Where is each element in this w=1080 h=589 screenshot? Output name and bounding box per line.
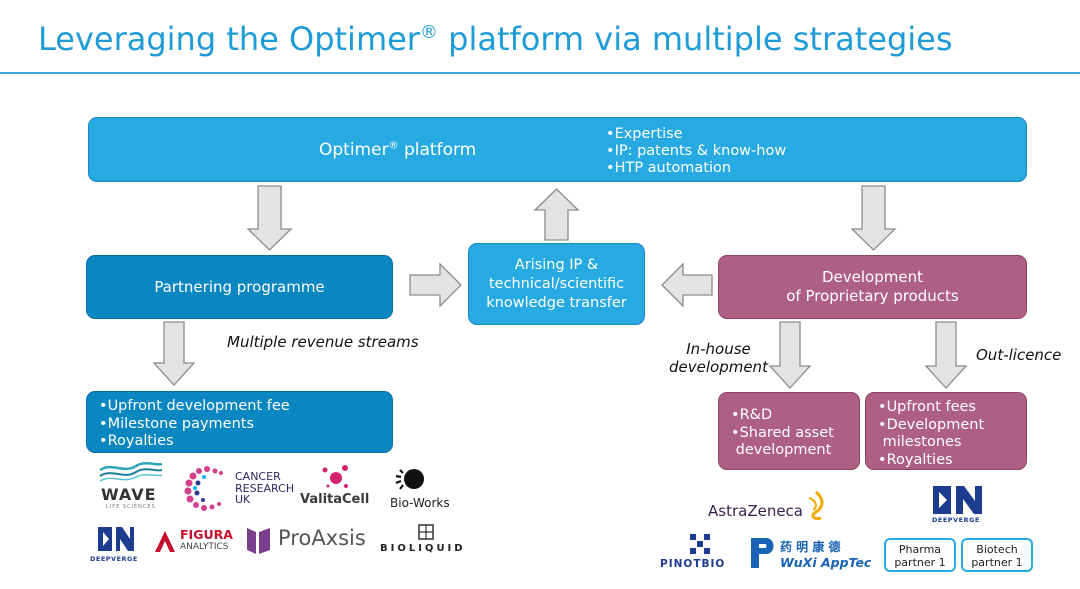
arising-ip-box: Arising IP & technical/scientific knowle…	[468, 243, 645, 325]
multiple-revenue-streams-label: Multiple revenue streams	[227, 333, 419, 351]
development-box: Development of Proprietary products	[718, 255, 1027, 319]
inhouse-label-line: development	[669, 358, 768, 376]
title-registered-mark: ®	[419, 22, 438, 43]
astrazeneca-swirl-icon	[808, 490, 824, 520]
partnering-programme-box: Partnering programme	[86, 255, 393, 319]
platform-registered-mark: ®	[388, 140, 399, 152]
inhouse-bullet: development	[735, 442, 832, 458]
bio-works-text: Bio-Works	[390, 496, 450, 510]
biotech-partner-line: Biotech	[976, 543, 1018, 556]
down-arrow-inhouse	[768, 321, 812, 389]
biotech-partner-badge: Biotech partner 1	[961, 538, 1033, 572]
outlicence-bullet: •Royalties	[878, 451, 953, 468]
pharma-partner-badge: Pharma partner 1	[884, 538, 956, 572]
outlicence-box: •Upfront fees •Development milestones •R…	[865, 392, 1027, 470]
platform-bullet: •HTP automation	[606, 160, 732, 176]
revenue-bullet: •Upfront development fee	[99, 398, 290, 414]
outlicence-bullet: •Upfront fees	[878, 399, 976, 415]
biotech-partner-line: partner 1	[971, 556, 1023, 569]
arising-line: technical/scientific	[488, 275, 625, 292]
wave-logo-subtext: LIFE SCIENCES	[106, 504, 156, 510]
wave-logo-text: WAVE	[101, 485, 157, 504]
title-divider	[0, 72, 1080, 74]
revenue-streams-box: •Upfront development fee •Milestone paym…	[86, 391, 393, 453]
arising-line: knowledge transfer	[486, 294, 627, 311]
wuxi-chinese-text: 药 明 康 德	[780, 540, 841, 554]
deepverge-logo-right: DEEPVERGE	[928, 484, 988, 524]
valitacell-logo: ValitaCell	[300, 464, 374, 510]
platform-name: Optimer	[319, 140, 389, 160]
deepverge-text: DEEPVERGE	[90, 555, 138, 563]
astrazeneca-logo: AstraZeneca	[708, 490, 832, 522]
bio-works-logo: Bio-Works	[388, 466, 452, 512]
down-arrow-platform-to-partnering	[246, 185, 293, 251]
wuxi-p-icon	[751, 538, 774, 568]
proaxsis-icon	[247, 528, 270, 554]
down-arrow-partnering-to-revenue	[152, 321, 196, 386]
up-arrow-arising-to-platform	[533, 188, 580, 241]
inhouse-label-line: In-house	[686, 340, 751, 358]
inhouse-bullet: •R&D	[731, 407, 773, 423]
bioliquid-logo: BIOLIQUID	[378, 522, 474, 562]
bioliquid-text: BIOLIQUID	[380, 543, 466, 554]
valitacell-dots-icon	[322, 465, 348, 488]
figura-text: FIGURA ANALYTICS	[180, 527, 233, 552]
optimer-platform-label: Optimer® platform	[319, 140, 476, 160]
inhouse-development-label: In-house development	[669, 340, 768, 376]
pharma-partner-line: Pharma	[898, 543, 942, 556]
wave-logo: WAVE LIFE SCIENCES	[98, 460, 164, 512]
title-rest: platform via multiple strategies	[437, 20, 953, 58]
revenue-bullet: •Royalties	[99, 433, 174, 449]
slide-title: Leveraging the Optimer® platform via mul…	[38, 20, 953, 58]
out-licence-label: Out-licence	[976, 346, 1062, 364]
partnering-label: Partnering programme	[154, 278, 325, 296]
bioliquid-cube-icon	[418, 524, 434, 540]
pinotbio-text: PINOTBIO	[660, 558, 726, 570]
bio-works-icon	[395, 469, 424, 490]
platform-bullet: •Expertise	[606, 126, 683, 142]
astrazeneca-text: AstraZeneca	[708, 502, 803, 520]
cancer-research-c-icon	[184, 466, 223, 511]
inhouse-bullet: •Shared asset	[731, 424, 834, 441]
deepverge-dn-icon	[933, 486, 982, 514]
inhouse-box: •R&D •Shared asset development	[718, 392, 860, 470]
pinotbio-logo: PINOTBIO	[660, 532, 740, 572]
wave-icon	[99, 462, 163, 482]
figura-analytics-logo: FIGURA ANALYTICS	[152, 528, 238, 558]
wuxi-text: WuXi AppTec	[780, 555, 872, 570]
revenue-bullet: •Milestone payments	[99, 415, 255, 432]
left-arrow-development-to-arising	[661, 262, 713, 308]
pinotbio-icon	[690, 534, 710, 554]
pharma-partner-line: partner 1	[894, 556, 946, 569]
figura-a-icon	[155, 531, 175, 552]
wuxi-apptec-logo: 药 明 康 德 WuXi AppTec	[748, 536, 874, 574]
right-arrow-partnering-to-arising	[409, 262, 462, 308]
platform-bullet: •IP: patents & know-how	[606, 143, 787, 159]
proaxsis-logo: ProAxsis	[244, 524, 370, 558]
platform-suffix: platform	[398, 140, 477, 160]
outlicence-bullet: milestones	[882, 434, 962, 450]
development-line: of Proprietary products	[786, 287, 959, 305]
arising-line: Arising IP &	[514, 256, 599, 273]
development-line: Development	[822, 268, 923, 286]
title-text: Leveraging the Optimer	[38, 20, 420, 58]
outlicence-bullet: •Development	[878, 416, 985, 433]
optimer-platform-box: Optimer® platform •Expertise •IP: patent…	[88, 117, 1027, 182]
deepverge-logo-left: DEEPVERGE	[90, 525, 144, 565]
platform-bullets: •Expertise •IP: patents & know-how •HTP …	[606, 126, 786, 177]
down-arrow-platform-to-development	[850, 185, 897, 251]
proaxsis-text: ProAxsis	[278, 526, 366, 550]
deepverge-right-text: DEEPVERGE	[932, 516, 980, 524]
valitacell-text: ValitaCell	[300, 492, 370, 507]
down-arrow-outlicence	[924, 321, 968, 389]
deepverge-dn-icon	[98, 527, 134, 551]
